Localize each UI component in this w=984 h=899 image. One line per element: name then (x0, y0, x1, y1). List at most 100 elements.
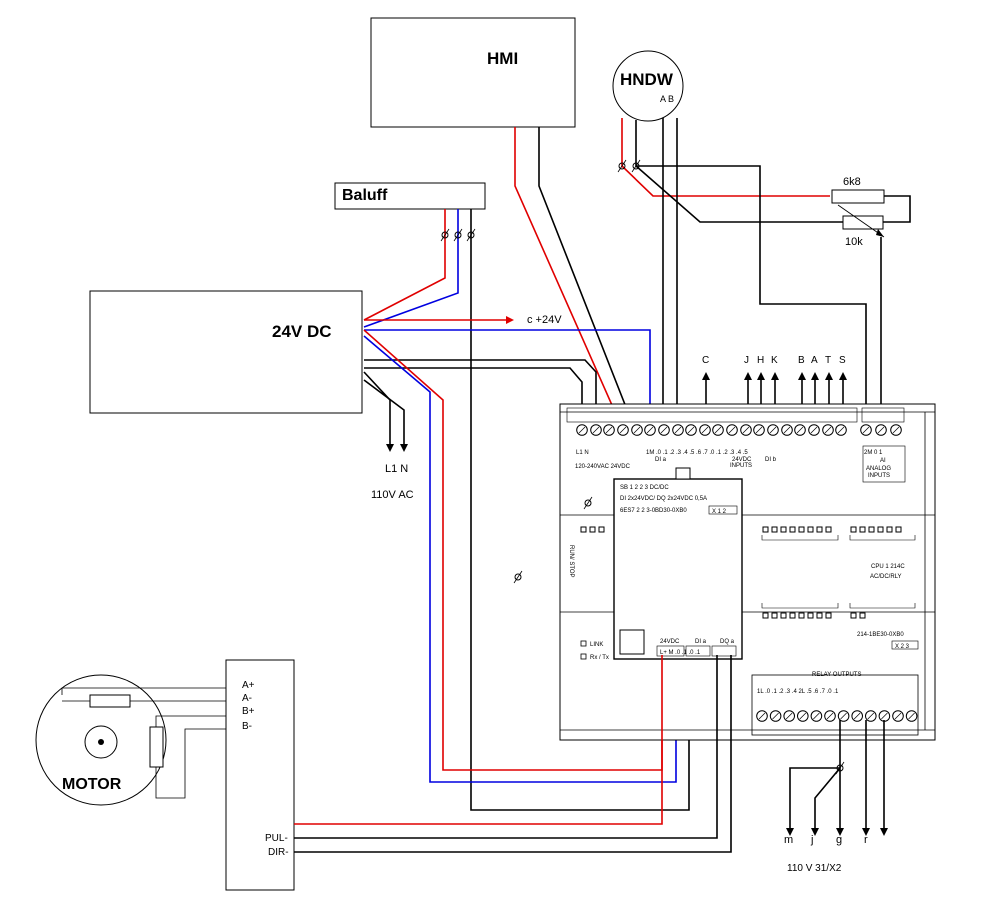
status-led (816, 612, 823, 619)
status-led (807, 612, 814, 619)
cpu-model-label: CPU 1 214C (871, 564, 905, 570)
psu-24vdc-box: 24V DC (89, 290, 363, 414)
input-letter-label: K (771, 355, 778, 366)
hndw-label: HNDW (620, 70, 674, 89)
status-led (895, 526, 902, 533)
relay-outputs-label: RELAY OUTPUTS (812, 672, 861, 678)
dib-top-label: DI b (765, 457, 777, 463)
status-led (762, 526, 769, 533)
part-number-label: 214-1BE30-0XB0 (857, 632, 904, 638)
ac-l1n-label: L1 N (385, 463, 408, 475)
input-letter-label: C (702, 355, 709, 366)
motor-label: MOTOR (62, 776, 122, 793)
status-led (877, 526, 884, 533)
hndw-red-wire (621, 118, 830, 197)
resistor-10k-label: 10k (845, 236, 863, 248)
plus24-label: c +24V (527, 314, 562, 326)
signal-board-sb1223: SB 1 2 2 3 DC/DC DI 2x24VDC/ DQ 2x24VDC … (613, 467, 743, 660)
stepper-motor: MOTOR (35, 674, 226, 806)
svg-text:24VDC: 24VDC (732, 457, 752, 463)
status-led (886, 526, 893, 533)
hndw-connector-markers (617, 159, 641, 173)
status-led (771, 526, 778, 533)
input-letter-label: S (839, 355, 846, 366)
sb-line3: 6ES7 2 2 3-0BD30-0XB0 (620, 508, 687, 514)
svg-text:AI: AI (880, 458, 886, 464)
pul-black-wire (294, 655, 718, 839)
driver-pul-label: PUL- (265, 833, 288, 844)
svg-text:X 2 3: X 2 3 (895, 644, 910, 650)
baluff-blue-wire (363, 209, 459, 328)
cpu-type-label: AC/DC/RLY (870, 574, 902, 580)
svg-text:1L .0 .1 .2 .3 .: 1L .0 .1 .2 .3 .4 2L .5 .6 .7 .0 .1 (757, 689, 839, 695)
relay-r-label: r (864, 834, 868, 846)
status-led (598, 526, 605, 533)
relay-j-wire (814, 767, 841, 830)
psu-black-l-wire (364, 359, 597, 430)
supply-label: 120-240VAC 24VDC (575, 464, 631, 470)
input-letter-label: A (811, 355, 818, 366)
hmi-black-wire (538, 127, 636, 431)
driver-a-plus: A+ (242, 680, 255, 691)
status-led (789, 612, 796, 619)
sb-line1: SB 1 2 2 3 DC/DC (620, 485, 669, 491)
resistor-6k8-label: 6k8 (843, 176, 861, 188)
status-led (859, 612, 866, 619)
svg-text:X 1 2: X 1 2 (712, 509, 727, 515)
driver-b-minus: B- (242, 721, 252, 732)
psu-black-n-wire (364, 367, 583, 430)
status-led (850, 526, 857, 533)
hndw-ab-label: A B (660, 94, 674, 104)
potentiometer-10k: 10k (837, 204, 885, 248)
ac-110v-label: 110V AC (371, 489, 414, 501)
svg-text:L1 N: L1 N (576, 450, 589, 456)
hmi-label: HMI (487, 49, 518, 68)
dia-top-label: DI a (655, 457, 667, 463)
sb-24vdc-label: 24VDC (660, 639, 680, 645)
status-led (780, 612, 787, 619)
psu-label: 24V DC (272, 322, 332, 341)
sb-dqa-label: DQ a (720, 639, 735, 645)
ac-n-wire (363, 379, 405, 445)
input-letter-label: B (798, 355, 805, 366)
svg-text:ANALOG: ANALOG (866, 466, 891, 472)
status-led (825, 612, 832, 619)
handwheel: HNDW A B (612, 50, 684, 122)
sb-line2: DI 2x24VDC/ DQ 2x24VDC 0,5A (620, 496, 707, 502)
baluff-sensor-box: Baluff (334, 182, 486, 210)
svg-text:INPUTS: INPUTS (730, 463, 752, 469)
status-led (771, 612, 778, 619)
status-led (825, 526, 832, 533)
svg-text:1M .0 .1 .2 .3 .4 .: 1M .0 .1 .2 .3 .4 .5 .6 .7 .0 .1 .2 .3 .… (646, 450, 748, 456)
driver-a-minus: A- (242, 693, 252, 704)
input-letter-label: J (744, 355, 749, 366)
hndw-black-wire (635, 120, 845, 223)
pul-red-wire (294, 655, 663, 825)
svg-text:INPUTS: INPUTS (868, 473, 890, 479)
psu-blue-to-1m-wire (364, 329, 651, 430)
status-led (798, 526, 805, 533)
relay-terminal-strip (756, 710, 918, 722)
dir-black-wire (294, 655, 732, 853)
input-letter-label: T (825, 355, 831, 366)
status-led (807, 526, 814, 533)
driver-dir-label: DIR- (268, 847, 289, 858)
hmi-red-wire (514, 127, 624, 431)
status-led (589, 526, 596, 533)
relay-g-label: g (836, 834, 842, 846)
pot-wiper-wire (636, 165, 867, 430)
status-led (868, 526, 875, 533)
baluff-label: Baluff (342, 187, 388, 204)
resistor-6k8: 6k8 (831, 176, 885, 204)
stepper-driver-box: A+ A- B+ B- PUL- DIR- (225, 659, 295, 891)
status-led (859, 526, 866, 533)
link-label: LINK (590, 642, 603, 648)
svg-text:L+ M .0 .1 .0 .1: L+ M .0 .1 .0 .1 (660, 650, 701, 656)
sb-dia-label: DI a (695, 639, 707, 645)
driver-b-plus: B+ (242, 706, 255, 717)
relay-110v-label: 110 V 31/X2 (787, 863, 842, 874)
top-terminal-strip (576, 424, 902, 436)
status-led (780, 526, 787, 533)
svg-text:2M 0 1: 2M 0 1 (864, 450, 883, 456)
